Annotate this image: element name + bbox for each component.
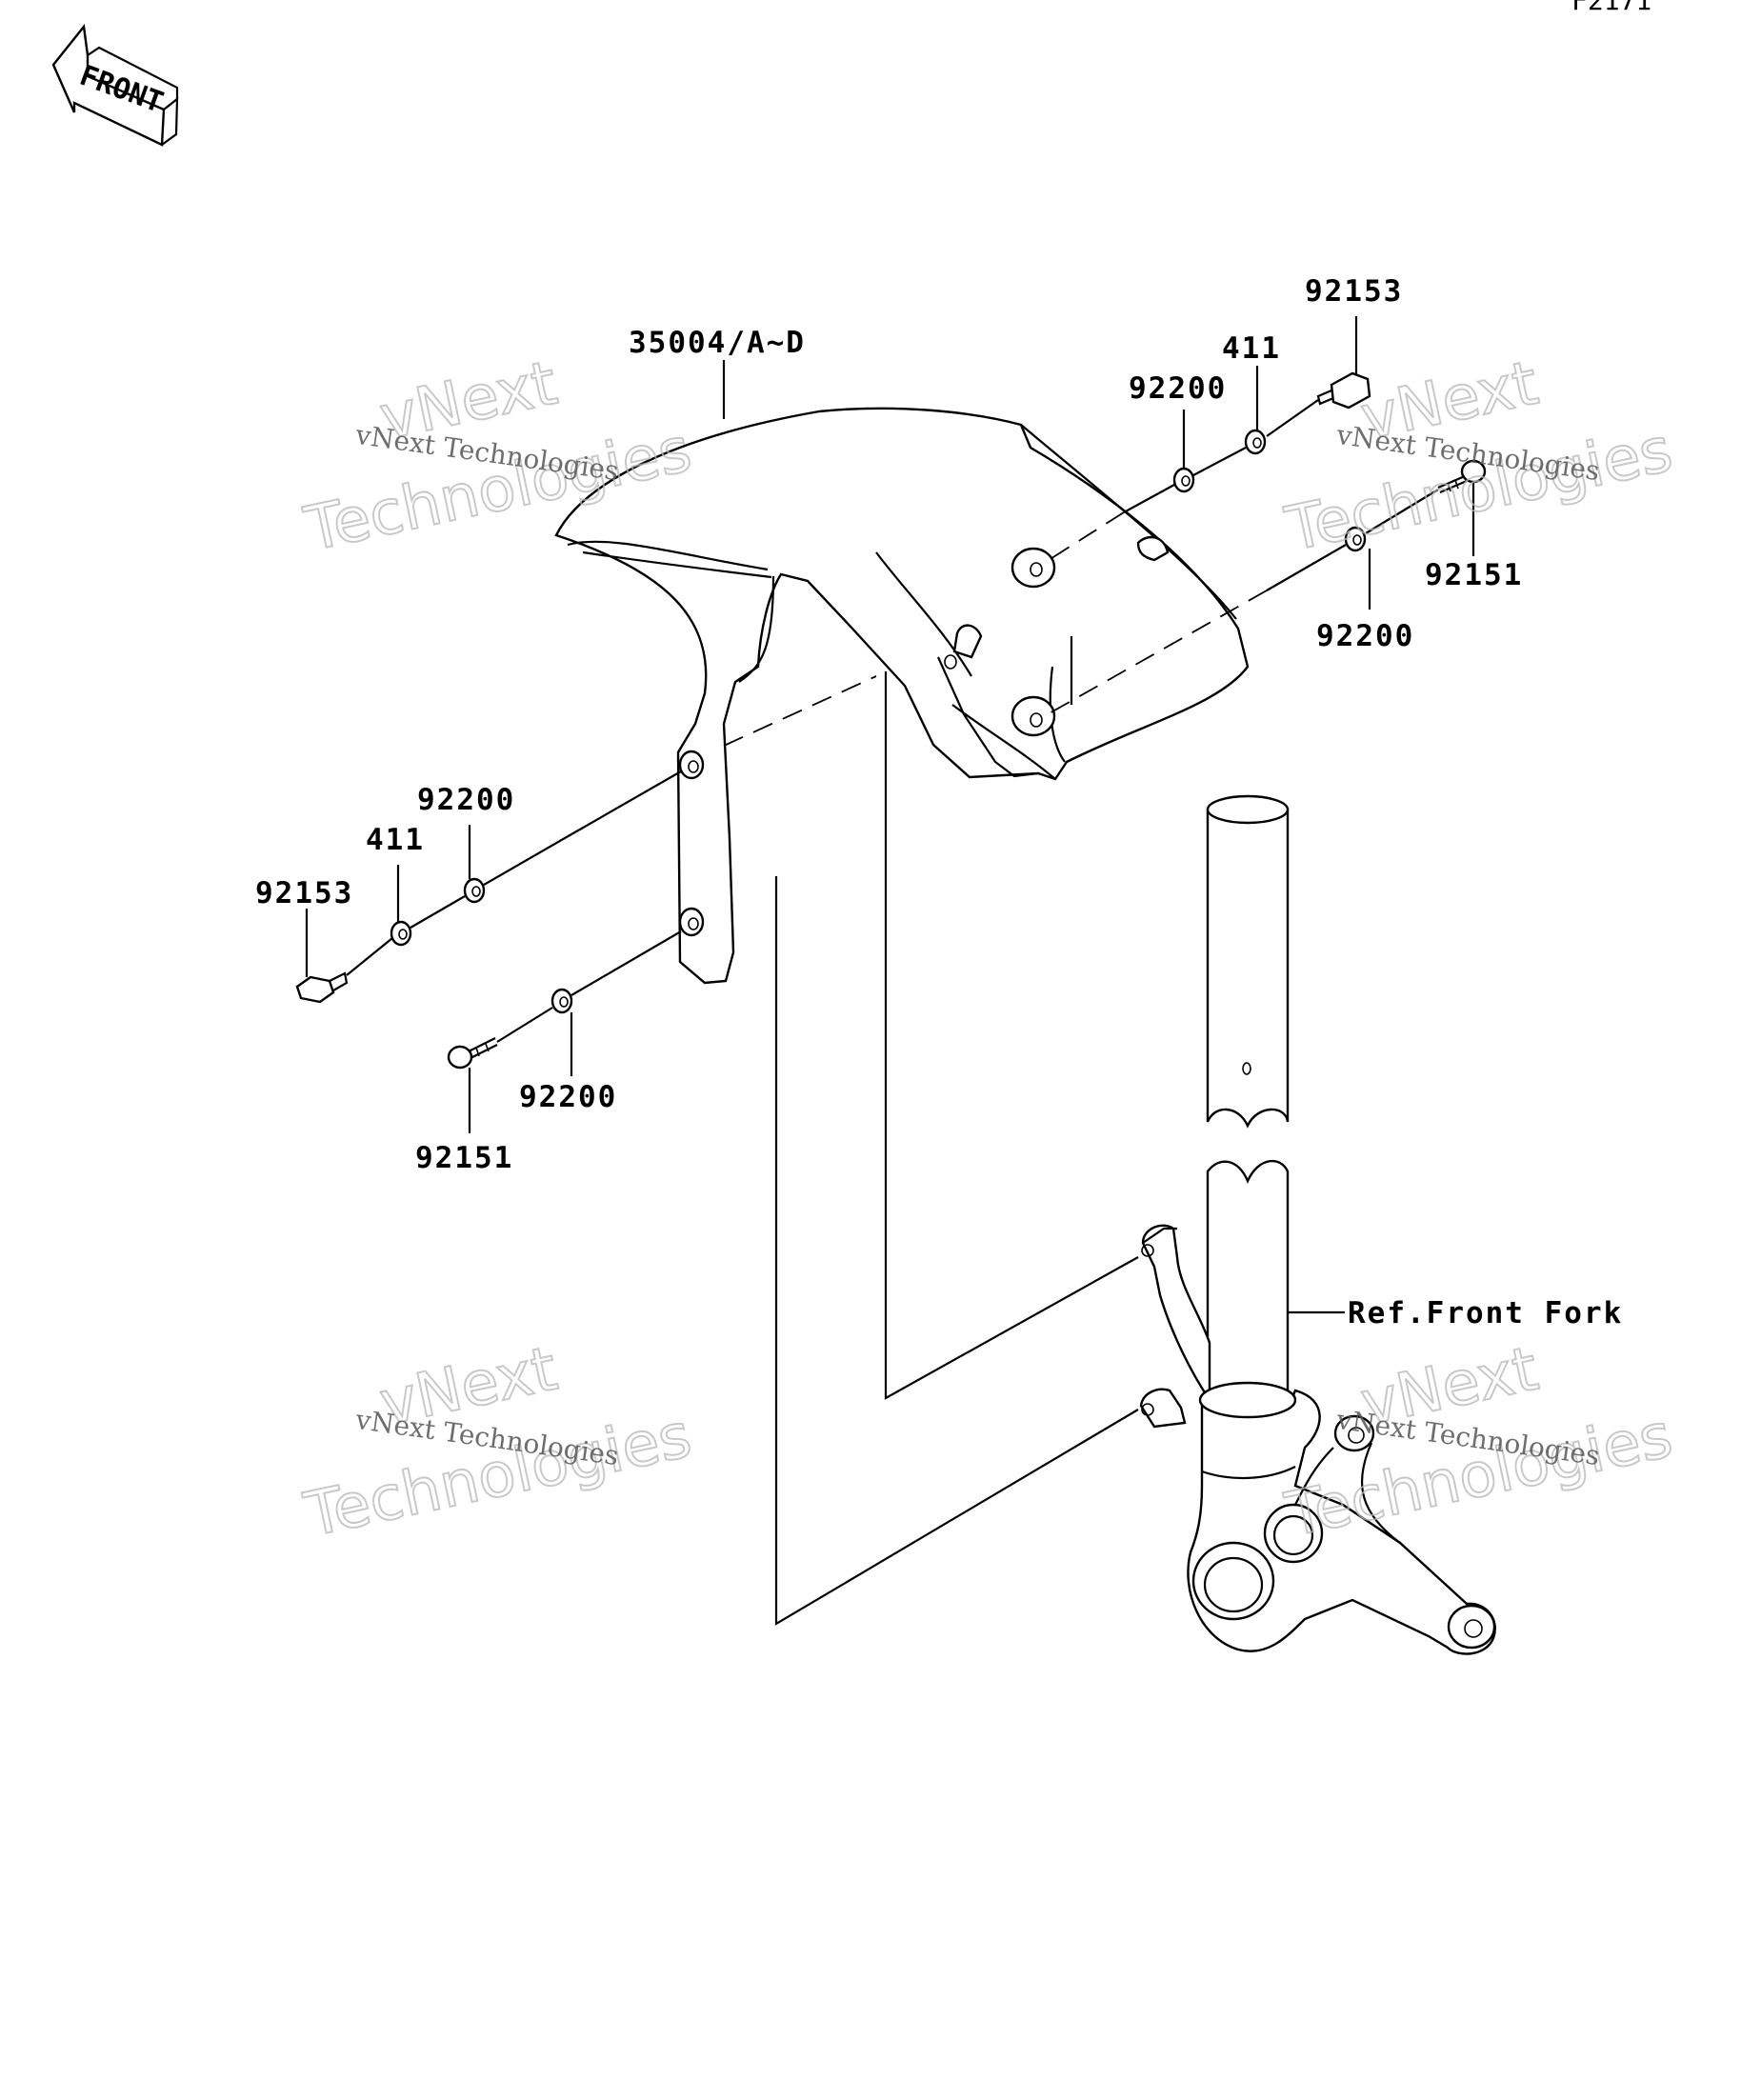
label-411-left: 411 (366, 823, 425, 857)
label-92200-right: 92200 (1316, 619, 1414, 653)
bolt-92153-left (295, 971, 349, 1004)
watermark-bottom-left: vNext Technologies vNext Technologies (298, 1333, 699, 1552)
label-92153-right: 92153 (1305, 274, 1403, 309)
label-92200-left-upper: 92200 (417, 783, 515, 817)
label-92153-left: 92153 (255, 876, 353, 910)
front-fender-35004 (554, 407, 1250, 985)
front-arrow-icon: FRONT (51, 24, 179, 147)
label-35004: 35004/A~D (629, 326, 806, 360)
connect-line-lower (774, 876, 1139, 1626)
screw-92151-left (447, 1037, 498, 1070)
label-92151-right: 92151 (1425, 558, 1523, 592)
washer-92200-right (1344, 526, 1367, 552)
label-92200-left-lower: 92200 (519, 1080, 617, 1114)
label-ref-front-fork: Ref.Front Fork (1348, 1296, 1623, 1330)
washer-92200-left-lower (550, 988, 573, 1014)
collar-411-right (1244, 429, 1267, 455)
label-92200-top: 92200 (1129, 371, 1227, 406)
bolt-92153-right (1316, 371, 1371, 410)
washer-92200-left-upper (463, 877, 486, 904)
label-411-right: 411 (1222, 331, 1281, 366)
label-92151-left: 92151 (415, 1141, 513, 1175)
washer-92200-top (1172, 467, 1195, 493)
diagram-code: F2171 (1571, 0, 1651, 16)
collar-411-left (390, 920, 412, 947)
connect-line-upper (884, 671, 1139, 1400)
screw-92151-right (1437, 459, 1487, 494)
front-fork-reference (1139, 794, 1496, 1655)
